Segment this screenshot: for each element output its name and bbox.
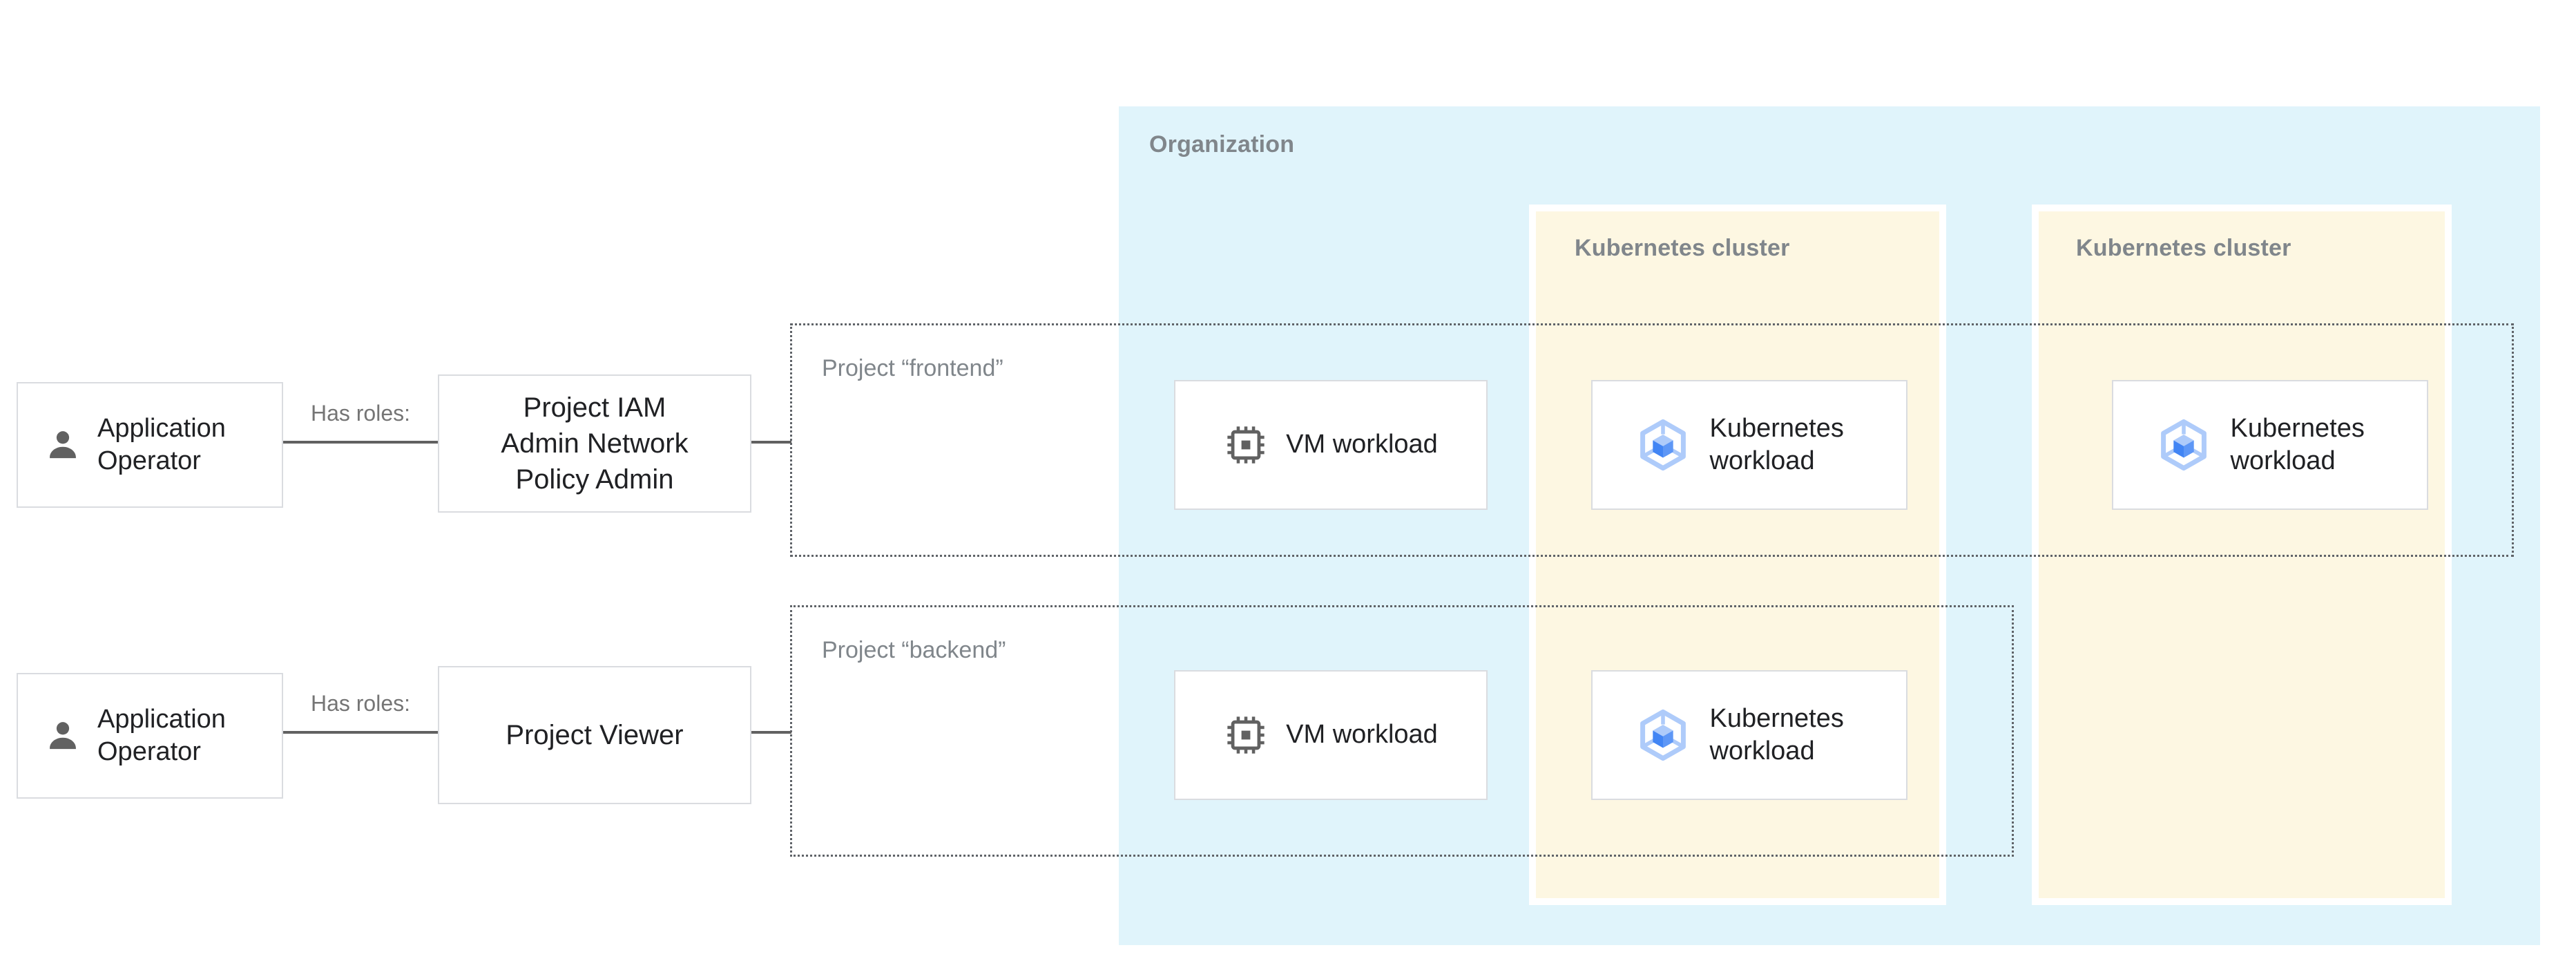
role-label-2: Project Viewer — [506, 720, 684, 750]
connector-operator1-role1 — [283, 441, 438, 444]
application-operator-label-2: Application Operator — [97, 704, 226, 767]
has-roles-label-2: Has roles: — [310, 691, 411, 716]
project-frontend-label: Project “frontend” — [822, 355, 1003, 381]
application-operator-label-1: Application Operator — [97, 413, 226, 476]
role-node-project-viewer: Project Viewer — [438, 666, 751, 804]
gke-hexagon-icon — [1634, 416, 1692, 474]
kubernetes-cluster-label-1: Kubernetes cluster — [1575, 235, 1790, 261]
workload-label: VM workload — [1286, 720, 1438, 750]
gke-hexagon-icon — [1634, 706, 1692, 764]
workload-node-frontend-k8s-1: Kubernetes workload — [1591, 380, 1907, 510]
vm-chip-icon — [1224, 713, 1268, 757]
gke-hexagon-icon — [2155, 416, 2213, 474]
workload-label: VM workload — [1286, 430, 1438, 459]
vm-chip-icon — [1224, 423, 1268, 467]
organization-label: Organization — [1149, 131, 1295, 158]
connector-role1-project-frontend — [751, 441, 791, 444]
workload-node-frontend-vm: VM workload — [1174, 380, 1488, 510]
person-icon — [44, 426, 82, 464]
has-roles-label-1: Has roles: — [310, 401, 411, 426]
workload-node-backend-k8s-1: Kubernetes workload — [1591, 670, 1907, 800]
connector-role2-project-backend — [751, 731, 791, 734]
workload-label: Kubernetes workload — [1709, 413, 1844, 476]
connector-operator2-role2 — [283, 731, 438, 734]
workload-node-backend-vm: VM workload — [1174, 670, 1488, 800]
application-operator-node-2: Application Operator — [17, 673, 283, 799]
project-frontend-boundary — [790, 323, 2514, 557]
person-icon — [44, 716, 82, 755]
kubernetes-cluster-label-2: Kubernetes cluster — [2076, 235, 2291, 261]
application-operator-node-1: Application Operator — [17, 382, 283, 508]
workload-label: Kubernetes workload — [2230, 413, 2365, 476]
role-label-1: Project IAM Admin Network Policy Admin — [501, 392, 689, 495]
project-backend-label: Project “backend” — [822, 637, 1006, 663]
role-node-project-iam-admin: Project IAM Admin Network Policy Admin — [438, 374, 751, 513]
workload-node-frontend-k8s-2: Kubernetes workload — [2112, 380, 2428, 510]
workload-label: Kubernetes workload — [1709, 703, 1844, 766]
